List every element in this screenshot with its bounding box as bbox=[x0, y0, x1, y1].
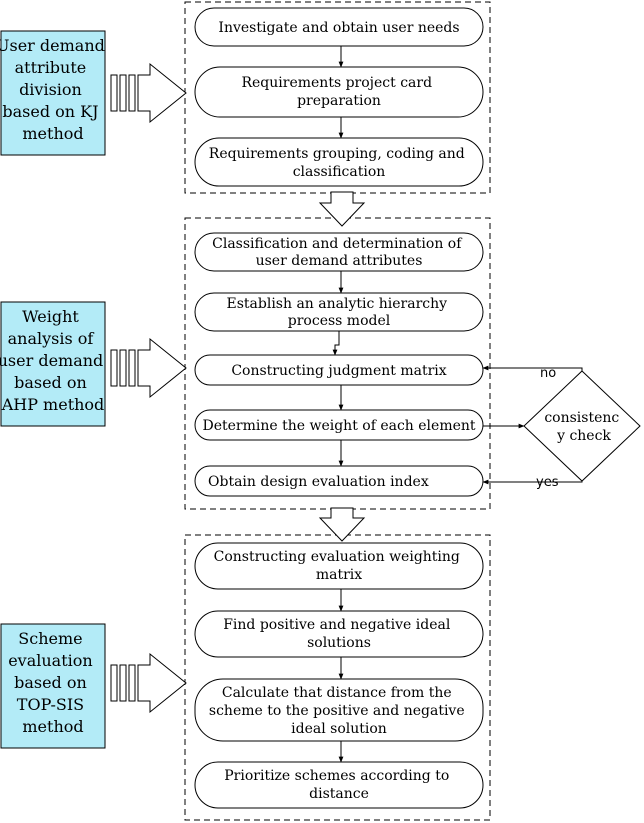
stage-1-label: User demand attribute division based on … bbox=[0, 36, 110, 143]
step-project-card-preparation-text: Requirements project card preparation bbox=[241, 75, 436, 109]
connector-5-6 bbox=[332, 331, 340, 356]
step-classify-demand-attributes bbox=[194, 232, 484, 272]
consistency-check-text: consistenc y check bbox=[544, 410, 623, 444]
stage-2-label: Weight analysis of user demand based on … bbox=[0, 307, 108, 414]
stage-3-striped-arrow bbox=[110, 652, 187, 714]
step-investigate-user-needs bbox=[194, 7, 484, 47]
step-establish-ahp-model-text: Establish an analytic hierarchy process … bbox=[227, 296, 452, 329]
step-grouping-coding-classification-text: Requirements grouping, coding and classi… bbox=[209, 146, 469, 180]
yes-label: yes bbox=[536, 475, 559, 490]
step-evaluation-index-text: Obtain design evaluation index bbox=[208, 474, 429, 490]
connector-check-no bbox=[482, 365, 583, 371]
stage-2-label-box bbox=[0, 301, 106, 427]
step-judgment-matrix-text: Constructing judgment matrix bbox=[231, 363, 446, 379]
stage-transition-arrow-2 bbox=[318, 507, 366, 542]
consistency-check-decision bbox=[523, 370, 641, 482]
step-ideal-solutions-text: Find positive and negative ideal solutio… bbox=[223, 617, 455, 651]
step-weighting-matrix bbox=[194, 542, 484, 590]
no-label: no bbox=[540, 366, 556, 381]
step-weighting-matrix-text: Constructing evaluation weighting matrix bbox=[214, 549, 465, 583]
step-calculate-distance-text: Calculate that distance from the scheme … bbox=[209, 685, 469, 737]
step-determine-weight-text: Determine the weight of each element bbox=[202, 418, 475, 434]
stage-2-striped-arrow bbox=[110, 337, 187, 399]
step-prioritize-schemes-text: Prioritize schemes according to distance bbox=[224, 768, 453, 802]
connector-check-yes bbox=[482, 479, 583, 485]
step-investigate-user-needs-text: Investigate and obtain user needs bbox=[218, 20, 459, 36]
stage-1-striped-arrow bbox=[110, 62, 187, 124]
stage-3-label: Scheme evaluation based on TOP-SIS metho… bbox=[8, 629, 98, 736]
stage-1-label-box bbox=[0, 30, 106, 156]
stage-1-group bbox=[184, 1, 491, 194]
stage-3-label-box bbox=[0, 623, 106, 749]
stage-transition-arrow-1 bbox=[318, 191, 366, 227]
step-classify-demand-attributes-text: Classification and determination of user… bbox=[212, 236, 466, 269]
